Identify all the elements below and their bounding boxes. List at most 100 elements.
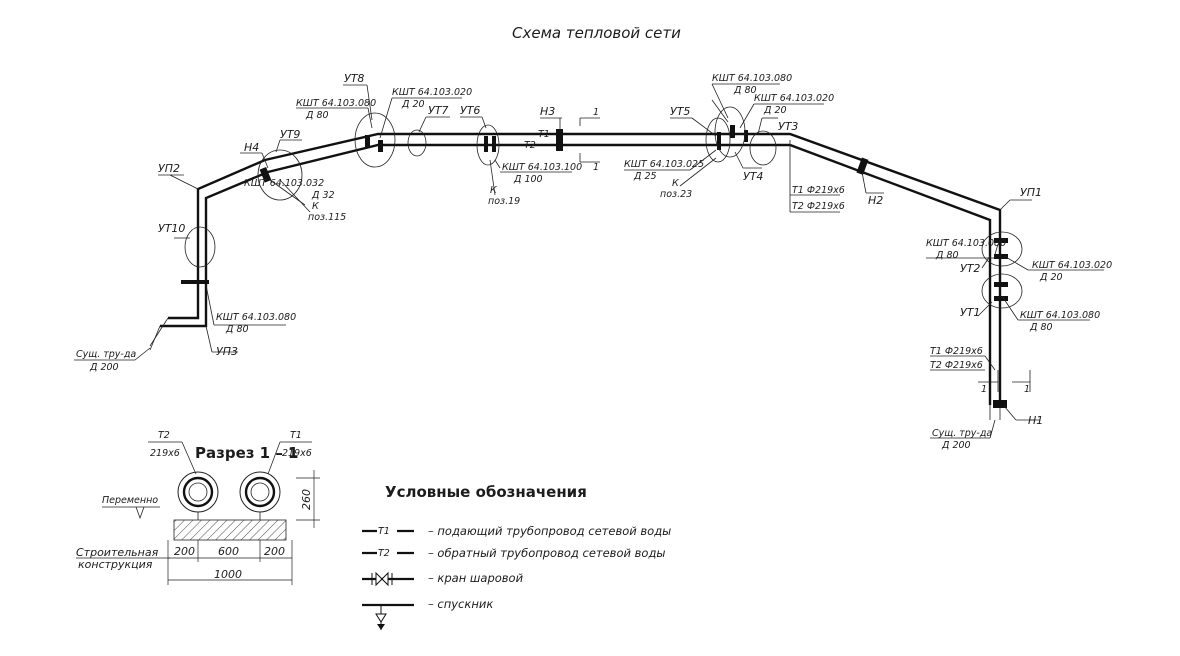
section-cut-marks — [579, 117, 1031, 392]
legend-item-return: Т2 – обратный трубопровод сетевой воды — [362, 546, 665, 560]
label-ut9-valve: КШТ 64.103.032 — [244, 178, 324, 189]
label-ut7: УТ7 — [428, 104, 448, 117]
legend-item-drain: – спускник — [362, 597, 493, 630]
section-structure-2: конструкция — [78, 558, 153, 571]
label-top-t1-size: Т1 Ф219х6 — [792, 185, 845, 196]
ut6-ellipse — [476, 124, 500, 166]
label-up2: УП2 — [158, 162, 180, 175]
label-right-t1-size: Т1 Ф219х6 — [930, 346, 983, 357]
label-n4: Н4 — [244, 141, 259, 154]
label-ut9-valve-d: Д 32 — [311, 190, 335, 201]
label-existing-left: Сущ. тру-да — [76, 349, 136, 360]
label-ut2: УТ2 — [960, 262, 980, 275]
label-up3-valve: КШТ 64.103.080 — [216, 312, 296, 323]
ut7-ellipse — [407, 129, 427, 157]
label-existing-right: Сущ. тру-да — [932, 428, 992, 439]
label-ut7-valve-d: Д 20 — [401, 99, 425, 110]
label-ut4: УТ4 — [743, 170, 763, 183]
label-ut9: УТ9 — [280, 128, 300, 141]
section-dim-1000: 1000 — [214, 568, 242, 581]
legend-symbol-t2: Т2 — [378, 548, 390, 559]
label-up3-valve-d: Д 80 — [225, 324, 249, 335]
label-right-t2-size: Т2 Ф219х6 — [930, 360, 983, 371]
label-existing-left-d: Д 200 — [89, 362, 119, 373]
section-variable: Переменно — [102, 495, 158, 506]
legend-text-drain: – спускник — [428, 597, 493, 611]
label-ut6-valve: КШТ 64.103.100 — [502, 162, 582, 173]
section-t1-size: 219х6 — [282, 448, 312, 459]
ut2-ellipse — [981, 231, 1023, 267]
section-dim-600: 600 — [218, 545, 239, 558]
label-ut6-k: К — [490, 185, 498, 196]
label-ut2-valve: КШТ 64.103.080 — [926, 238, 1006, 249]
label-ut6: УТ6 — [460, 104, 480, 117]
label-ut3-valve-d: Д 20 — [763, 105, 787, 116]
legend-item-ball-valve: – кран шаровой — [362, 571, 524, 587]
label-ut2-valve-b: КШТ 64.103.020 — [1032, 260, 1112, 271]
legend-title: Условные обозначения — [385, 483, 587, 501]
valve-marks — [181, 125, 1008, 408]
ut3-ellipse — [749, 130, 777, 166]
label-cut-right-b: 1 — [1024, 384, 1030, 395]
label-cut-top-b: 1 — [593, 162, 599, 173]
label-up3: УП3 — [216, 345, 238, 358]
legend: Условные обозначения Т1 – подающий трубо… — [362, 483, 671, 630]
leader-lines — [158, 83, 1104, 421]
label-existing-right-d: Д 200 — [941, 440, 971, 451]
label-ut10: УТ10 — [158, 222, 185, 235]
ut10-ellipse — [184, 226, 216, 268]
label-ut3-valve: КШТ 64.103.020 — [754, 93, 834, 104]
label-ut8-valve-d: Д 80 — [305, 110, 329, 121]
scheme-title: Схема тепловой сети — [512, 24, 681, 42]
label-pipe-t2: Т2 — [524, 140, 536, 151]
label-ut1-valve: КШТ 64.103.080 — [1020, 310, 1100, 321]
existing-pipe-left — [74, 317, 169, 361]
section-t2: Т2 — [158, 430, 170, 441]
ut4-ellipse — [714, 106, 746, 158]
legend-item-supply: Т1 – подающий трубопровод сетевой воды — [362, 524, 671, 538]
section-structure-1: Строительная — [76, 546, 159, 559]
label-n1: Н1 — [1028, 414, 1043, 427]
label-up1: УП1 — [1020, 186, 1042, 199]
label-ut2-valve-b-d: Д 20 — [1039, 272, 1063, 283]
label-ut6-poz: поз.19 — [488, 196, 520, 207]
ut8-ellipse — [354, 112, 396, 168]
label-ut1: УТ1 — [960, 306, 980, 319]
label-pipe-t1: Т1 — [538, 129, 550, 140]
label-top-t2-size: Т2 Ф219х6 — [792, 201, 845, 212]
section-title: Разрез 1 – 1 — [195, 444, 299, 462]
ut1-ellipse — [981, 273, 1023, 309]
node-ellipses — [184, 106, 1023, 309]
label-ut3: УТ3 — [778, 120, 798, 133]
ut9-ellipse — [257, 149, 303, 201]
section-view: Разрез 1 – 1 Т2 219х6 Т1 219х6 Переменно… — [76, 430, 320, 585]
section-dim-200b: 200 — [264, 545, 285, 558]
ut5-ellipse — [705, 117, 731, 163]
label-ut5-poz: поз.23 — [660, 189, 692, 200]
return-pipeline — [160, 143, 992, 405]
label-ut8: УТ8 — [344, 72, 364, 85]
legend-text-ball-valve: – кран шаровой — [428, 571, 524, 585]
label-ut8-valve: КШТ 64.103.080 — [296, 98, 376, 109]
label-ut5-valve: КШТ 64.103.025 — [624, 159, 704, 170]
supply-pipeline — [168, 132, 1002, 405]
label-ut9-k: К — [312, 201, 320, 212]
label-cut-top-a: 1 — [593, 107, 599, 118]
label-ut5-valve-d: Д 25 — [633, 171, 657, 182]
label-ut2-valve-d: Д 80 — [935, 250, 959, 261]
label-ut6-valve-d: Д 100 — [513, 174, 543, 185]
label-ut4-valve-d: Д 80 — [733, 85, 757, 96]
legend-text-supply: – подающий трубопровод сетевой воды — [428, 524, 671, 538]
section-dim-260: 260 — [300, 489, 313, 510]
section-dim-200a: 200 — [174, 545, 195, 558]
label-ut4-valve: КШТ 64.103.080 — [712, 73, 792, 84]
label-cut-right-a: 1 — [981, 384, 987, 395]
label-n2: Н2 — [868, 194, 883, 207]
section-t2-size: 219х6 — [150, 448, 180, 459]
section-t1: Т1 — [290, 430, 302, 441]
legend-symbol-t1: Т1 — [378, 526, 390, 537]
label-ut7-valve: КШТ 64.103.020 — [392, 87, 472, 98]
label-ut5: УТ5 — [670, 105, 690, 118]
label-ut1-valve-d: Д 80 — [1029, 322, 1053, 333]
